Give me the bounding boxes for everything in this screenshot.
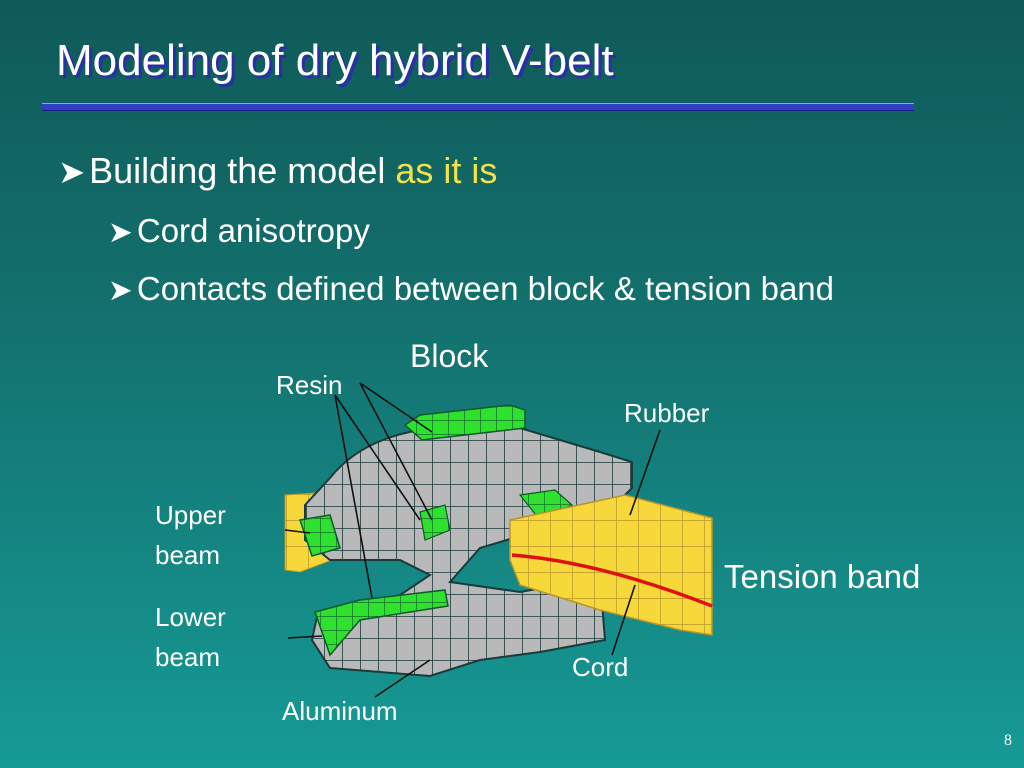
arrow-bullet-icon: ➤	[58, 154, 86, 190]
bullet-text: Contacts defined between block & tension…	[136, 270, 835, 307]
arrow-bullet-icon: ➤	[108, 216, 133, 249]
resin-top-cap	[403, 404, 526, 441]
title-underline	[42, 103, 914, 111]
label-upper-beam-line1: Upper	[155, 500, 226, 530]
label-aluminum: Aluminum	[282, 696, 398, 726]
page-number: 8	[1004, 732, 1012, 749]
resin-lower-beam	[314, 589, 449, 657]
bullet-cord-anisotropy: ➤ Cord anisotropy	[108, 212, 370, 250]
resin-middle	[518, 489, 574, 521]
label-resin: Resin	[276, 370, 343, 400]
label-lower-beam-line2: beam	[155, 642, 221, 672]
bullet-contacts: ➤ Contacts defined between block & tensi…	[108, 270, 834, 308]
pointer-lines	[284, 382, 661, 698]
label-block: Block	[410, 338, 489, 374]
resin-upper-beam	[299, 514, 341, 557]
bullet-text: Building the model	[89, 150, 386, 191]
label-upper-beam-line2: beam	[155, 540, 221, 570]
arrow-bullet-icon: ➤	[108, 274, 133, 307]
rubber-tension-band-right	[509, 494, 713, 636]
cord-line	[511, 553, 713, 608]
label-tension-band: Tension band	[724, 558, 921, 595]
bullet-building-model: ➤ Building the model as it is	[58, 150, 497, 192]
label-cord: Cord	[572, 652, 629, 682]
bullet-accent-text: as it is	[395, 150, 498, 191]
resin-upper-inner	[419, 504, 451, 541]
bullet-text: Cord anisotropy	[136, 212, 370, 249]
label-lower-beam-line1: Lower	[155, 602, 226, 632]
slide-title: Modeling of dry hybrid V-belt	[56, 36, 614, 85]
label-rubber: Rubber	[624, 398, 710, 428]
